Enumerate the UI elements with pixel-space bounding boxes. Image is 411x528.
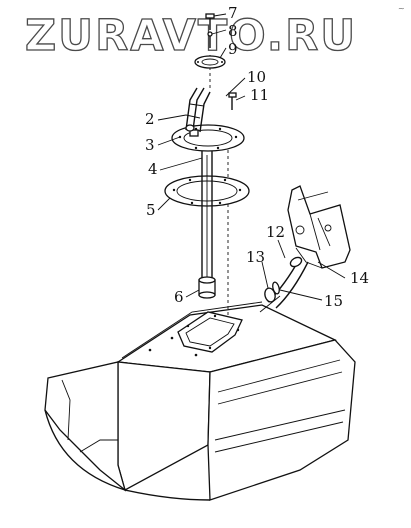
- pump-flange: [171, 124, 245, 152]
- callout-4: 4: [148, 160, 158, 178]
- callout-6: 6: [174, 288, 184, 306]
- callout-10: 10: [247, 68, 266, 86]
- pump-strainer: [198, 276, 216, 299]
- callout-13: 13: [246, 248, 265, 266]
- tank-pump-opening: [177, 311, 243, 353]
- corner-mark: ~: [398, 4, 405, 13]
- hose-clamp-13: [264, 287, 276, 303]
- callout-12: 12: [266, 223, 285, 241]
- bolt-11: [228, 92, 237, 110]
- callout-9: 9: [228, 40, 238, 58]
- fuel-tank-body: [44, 301, 356, 501]
- callout-8: 8: [228, 22, 238, 40]
- filler-bracket: [287, 185, 351, 269]
- leader-lines: [157, 13, 346, 301]
- cover-ring: [194, 55, 226, 69]
- callout-3: 3: [145, 136, 155, 154]
- callouts: 2 3 4 5 6 7 8 9 10 11 12 13 14 15: [145, 4, 369, 310]
- fuel-lines: [185, 87, 211, 133]
- watermark-text: ZURAVTO.RU: [25, 11, 357, 61]
- callout-14: 14: [350, 269, 369, 287]
- hose-clamp-12: [272, 281, 280, 295]
- callout-5: 5: [146, 201, 156, 219]
- pump-tube: [201, 150, 213, 280]
- callout-2: 2: [145, 110, 155, 128]
- callout-11: 11: [250, 86, 269, 104]
- callout-15: 15: [324, 292, 343, 310]
- callout-7: 7: [228, 4, 238, 22]
